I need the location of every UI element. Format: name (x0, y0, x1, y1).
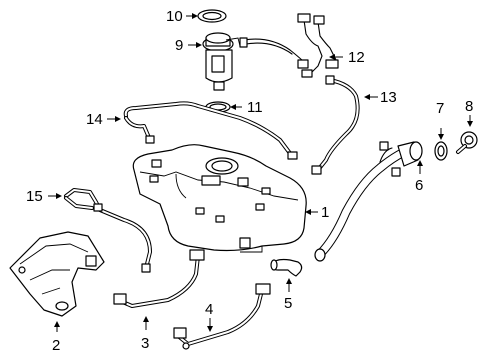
callout-14: 14 (86, 111, 103, 128)
callout-15: 15 (26, 188, 43, 205)
callout-5: 5 (284, 295, 292, 312)
callout-7: 7 (436, 100, 444, 117)
part-5-hose[interactable] (270, 258, 303, 277)
callout-6: 6 (415, 177, 423, 194)
callout-2: 2 (52, 337, 60, 354)
callout-10: 10 (166, 8, 183, 25)
callout-8: 8 (465, 98, 473, 115)
part-9-fuel-pump-module[interactable] (202, 32, 241, 91)
part-15-evap-line[interactable] (64, 188, 152, 273)
callout-11: 11 (247, 99, 263, 116)
part-6-filler-pipe[interactable] (314, 141, 423, 262)
part-7-seal[interactable] (434, 141, 448, 161)
callout-4: 4 (205, 301, 213, 318)
part-14-vapor-line[interactable] (123, 101, 298, 160)
callout-13: 13 (380, 89, 397, 106)
part-3-tank-strap[interactable] (113, 249, 205, 308)
part-12-wiring-harness[interactable] (239, 13, 339, 78)
callout-12: 12 (348, 49, 365, 66)
part-8-fuel-cap[interactable] (456, 131, 478, 154)
part-10-lock-ring[interactable] (197, 9, 227, 23)
part-2-heat-shield[interactable] (9, 231, 105, 317)
callout-9: 9 (175, 37, 183, 54)
callout-1: 1 (321, 204, 329, 221)
part-13-vent-tube[interactable] (311, 75, 360, 175)
callout-3: 3 (141, 335, 149, 352)
part-1-fuel-tank[interactable] (132, 144, 307, 253)
part-4-tank-strap[interactable] (173, 283, 271, 350)
